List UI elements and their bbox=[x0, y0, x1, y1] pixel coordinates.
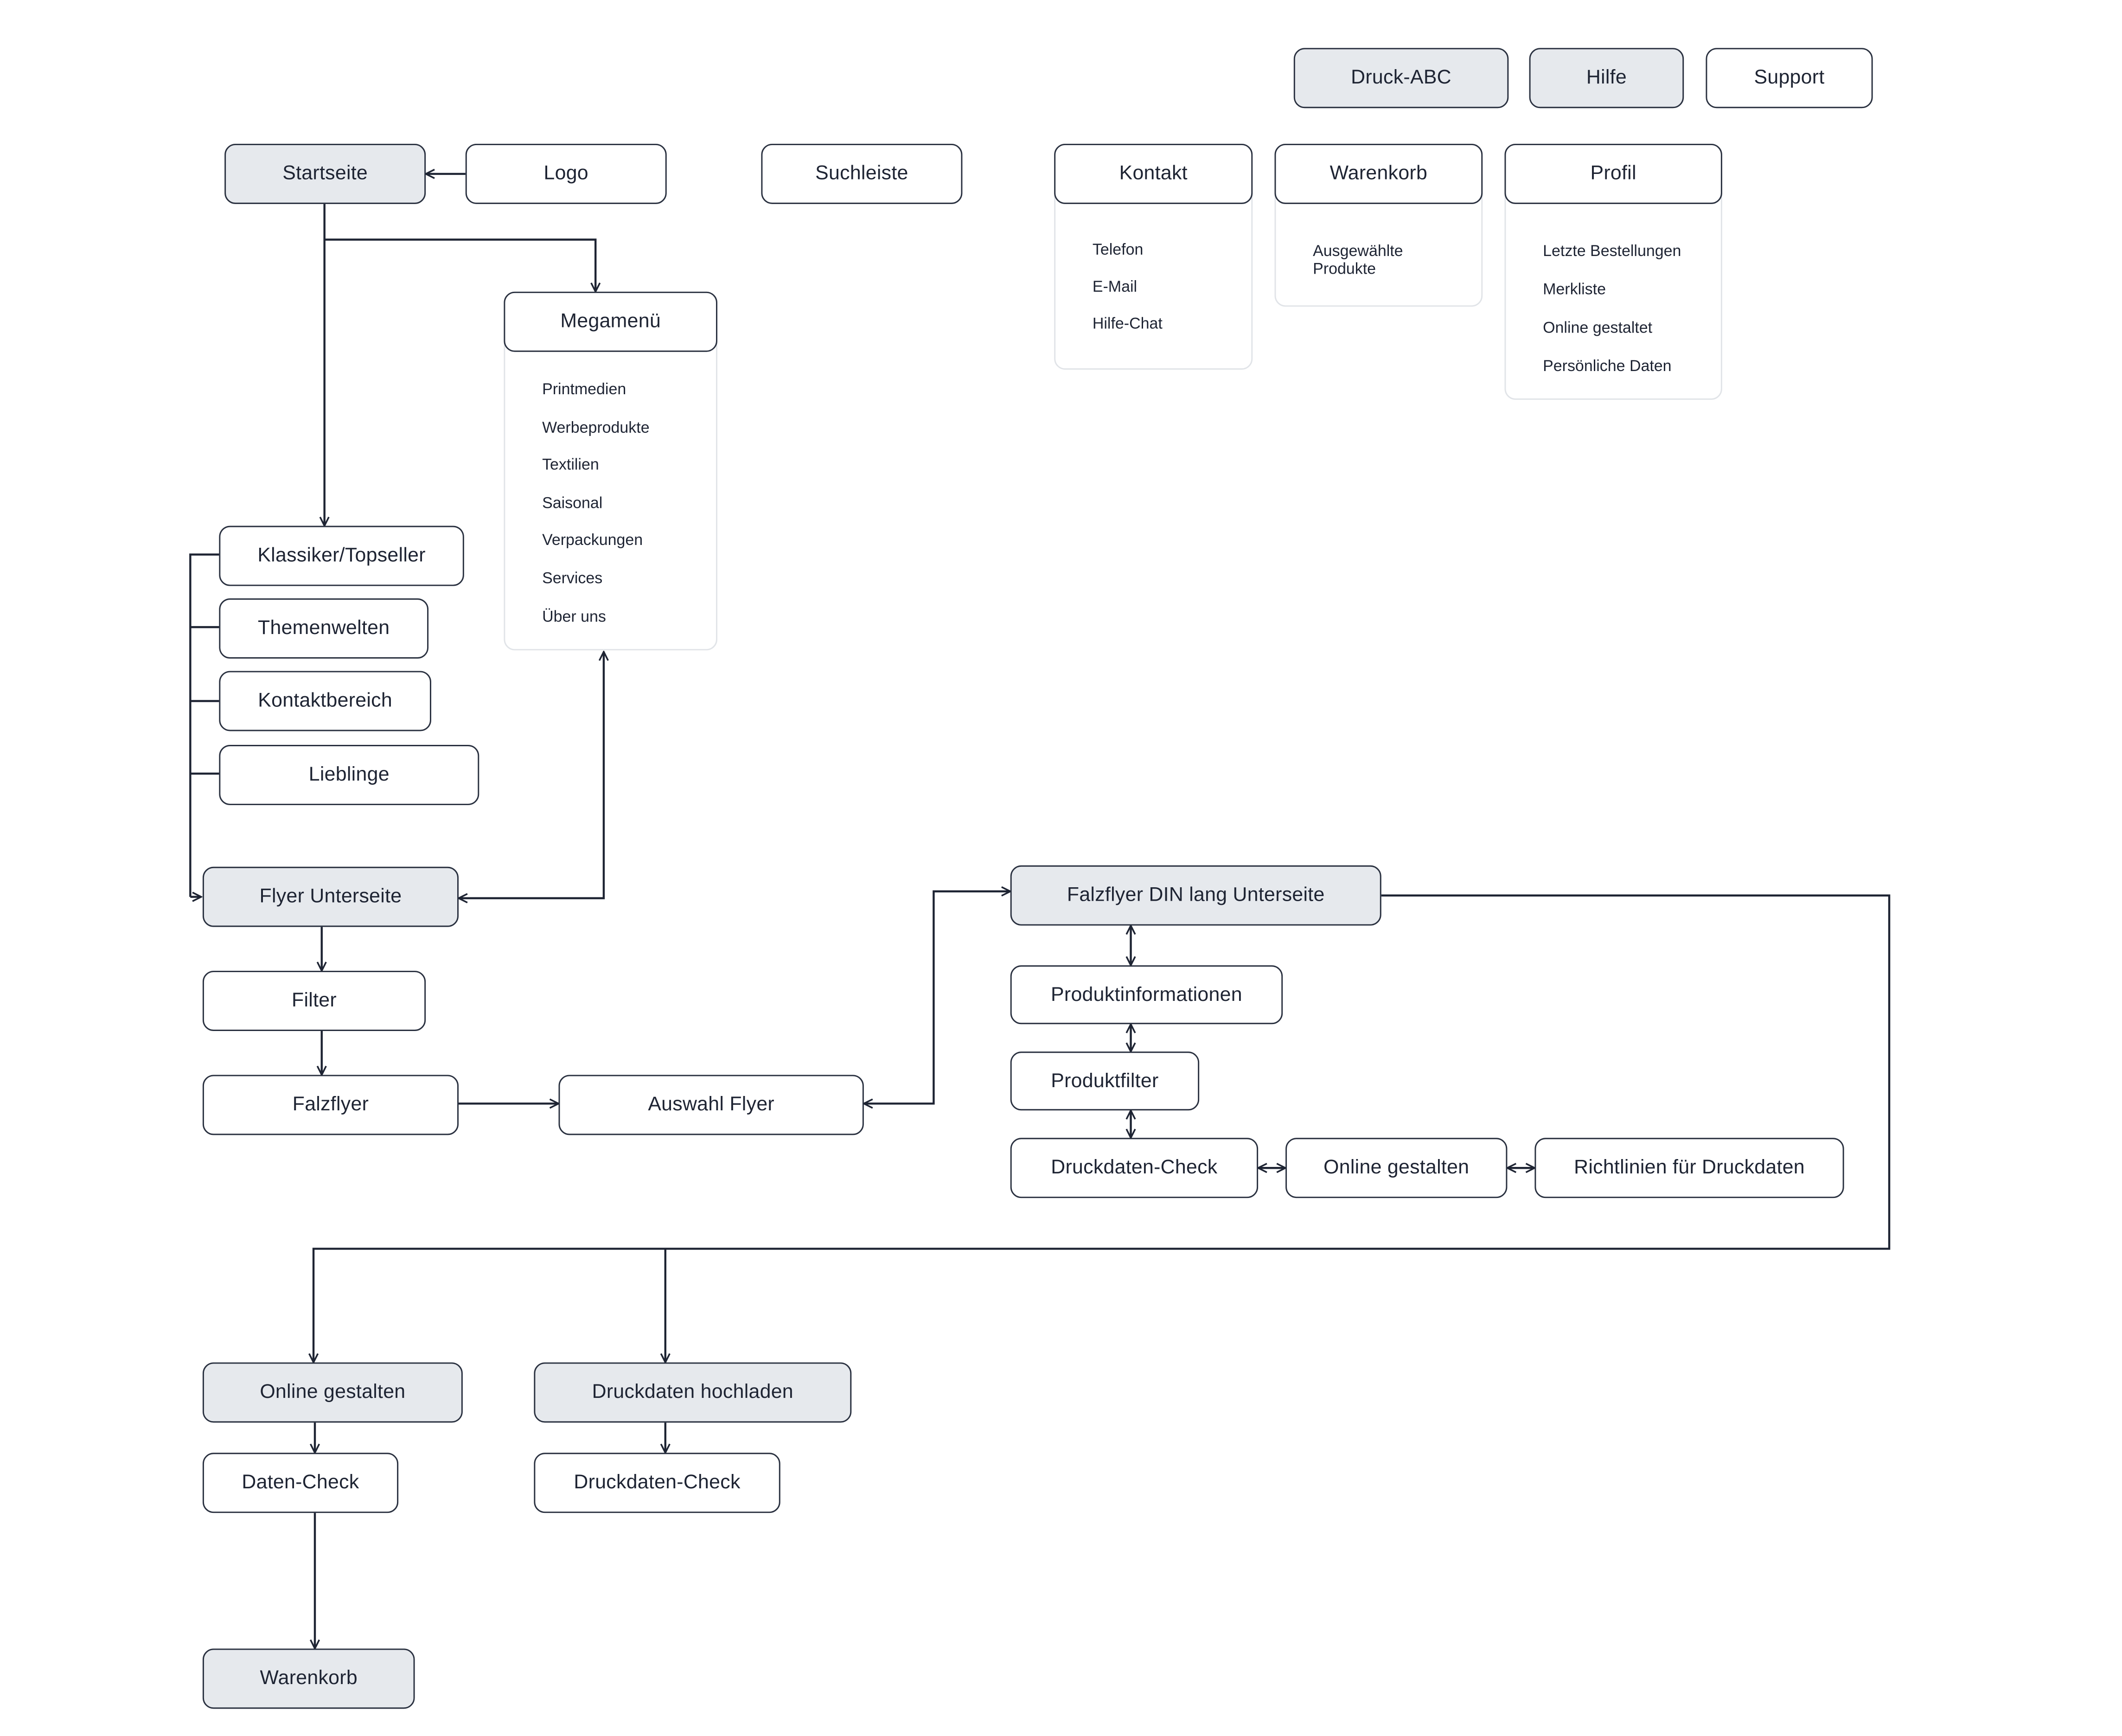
filter-node[interactable]: Filter bbox=[202, 971, 426, 1031]
online-gestalten-bottom-node[interactable]: Online gestalten bbox=[202, 1362, 463, 1423]
megamenu-item[interactable]: Textilien bbox=[542, 457, 599, 474]
megamenu-item[interactable]: Saisonal bbox=[542, 495, 603, 512]
richtlinien-node[interactable]: Richtlinien für Druckdaten bbox=[1534, 1138, 1844, 1198]
megamenu-item[interactable]: Printmedien bbox=[542, 382, 626, 399]
online-gestalten-mid-node[interactable]: Online gestalten bbox=[1285, 1138, 1508, 1198]
support-node[interactable]: Support bbox=[1706, 48, 1873, 109]
warenkorb-item: Produkte bbox=[1313, 261, 1376, 278]
auswahl-flyer-node[interactable]: Auswahl Flyer bbox=[558, 1075, 864, 1135]
daten-check-node[interactable]: Daten-Check bbox=[202, 1453, 399, 1513]
kontakt-item[interactable]: Telefon bbox=[1092, 242, 1144, 259]
warenkorb-item: Ausgewählte bbox=[1313, 243, 1403, 260]
profil-item[interactable]: Letzte Bestellungen bbox=[1543, 243, 1681, 260]
warenkorb-top-node[interactable]: Warenkorb bbox=[1274, 143, 1483, 204]
profil-item[interactable]: Persönliche Daten bbox=[1543, 359, 1672, 375]
megamenu-node[interactable]: Megamenü bbox=[504, 291, 717, 352]
profil-item[interactable]: Merkliste bbox=[1543, 282, 1606, 299]
kontakt-item[interactable]: Hilfe-Chat bbox=[1092, 316, 1163, 333]
klassiker-node[interactable]: Klassiker/Topseller bbox=[219, 525, 464, 586]
megamenu-item[interactable]: Werbeprodukte bbox=[542, 420, 650, 436]
kontakt-item[interactable]: E-Mail bbox=[1092, 279, 1138, 296]
startseite-node[interactable]: Startseite bbox=[224, 143, 426, 204]
falzflyer-node[interactable]: Falzflyer bbox=[202, 1075, 459, 1135]
druckdaten-check-bottom-node[interactable]: Druckdaten-Check bbox=[534, 1453, 780, 1513]
loop-din-bottom bbox=[313, 894, 1891, 1363]
kontakt-node[interactable]: Kontakt bbox=[1054, 143, 1253, 204]
arrow-megamenu-flyer bbox=[459, 652, 604, 898]
megamenu-item[interactable]: Über uns bbox=[542, 609, 606, 625]
druckdaten-check-mid-node[interactable]: Druckdaten-Check bbox=[1010, 1138, 1259, 1198]
bracket-sections bbox=[189, 553, 219, 897]
profil-item[interactable]: Online gestaltet bbox=[1543, 320, 1653, 337]
profil-node[interactable]: Profil bbox=[1504, 143, 1722, 204]
arrow-auswahl-din bbox=[864, 891, 1010, 1104]
warenkorb-bottom-node[interactable]: Warenkorb bbox=[202, 1648, 415, 1709]
logo-node[interactable]: Logo bbox=[465, 143, 667, 204]
suchleiste-node[interactable]: Suchleiste bbox=[761, 143, 963, 204]
megamenu-panel: Printmedien Werbeprodukte Textilien Sais… bbox=[504, 312, 717, 651]
falzflyer-din-node[interactable]: Falzflyer DIN lang Unterseite bbox=[1010, 865, 1381, 926]
produktinformationen-node[interactable]: Produktinformationen bbox=[1010, 965, 1283, 1025]
megamenu-item[interactable]: Services bbox=[542, 570, 603, 588]
druck-abc-node[interactable]: Druck-ABC bbox=[1293, 48, 1509, 109]
druckdaten-hochladen-node[interactable]: Druckdaten hochladen bbox=[534, 1362, 852, 1423]
themenwelten-node[interactable]: Themenwelten bbox=[219, 598, 429, 659]
hilfe-node[interactable]: Hilfe bbox=[1529, 48, 1684, 109]
arrow-startseite-megamenu bbox=[324, 238, 596, 292]
flyer-unterseite-node[interactable]: Flyer Unterseite bbox=[202, 866, 459, 927]
megamenu-item[interactable]: Verpackungen bbox=[542, 533, 643, 550]
lieblinge-node[interactable]: Lieblinge bbox=[219, 744, 479, 805]
produktfilter-node[interactable]: Produktfilter bbox=[1010, 1051, 1200, 1111]
kontaktbereich-node[interactable]: Kontaktbereich bbox=[219, 671, 431, 731]
